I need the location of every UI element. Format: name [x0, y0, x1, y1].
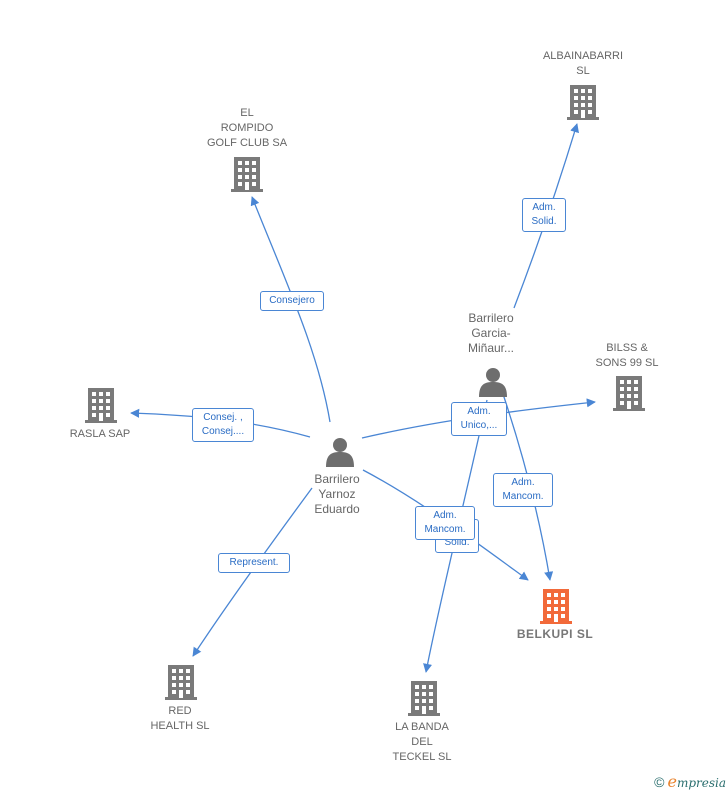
edge-label-garcia-to-la_banda[interactable]: Adm. Mancom.	[415, 506, 475, 540]
edge-label-eduardo-to-bilss[interactable]: Adm. Unico,...	[451, 402, 507, 436]
node-label-el-rompido[interactable]: EL ROMPIDO GOLF CLUB SA	[206, 107, 288, 149]
footer-brand: © empresia	[654, 772, 726, 791]
empresia-logo[interactable]: empresia	[667, 772, 726, 791]
albainabarri-building-icon[interactable]	[567, 85, 599, 120]
node-label-eduardo[interactable]: Barrilero Yarnoz Eduardo	[314, 472, 360, 516]
edge-label-eduardo-to-red_health[interactable]: Represent.	[218, 553, 290, 573]
node-label-la-banda[interactable]: LA BANDA DEL TECKEL SL	[392, 721, 452, 763]
edge-eduardo-to-el_rompido	[250, 196, 331, 423]
node-label-rasla[interactable]: RASLA SAP	[69, 428, 131, 440]
bilss-building-icon[interactable]	[613, 376, 645, 411]
garcia-person-icon[interactable]	[479, 368, 507, 397]
eduardo-person-icon[interactable]	[326, 438, 354, 467]
rasla-building-icon[interactable]	[85, 388, 117, 423]
node-label-belkupi[interactable]: BELKUPI SL	[516, 627, 594, 641]
node-label-garcia[interactable]: Barrilero Garcia- Miñaur...	[467, 311, 515, 355]
copyright-symbol: ©	[654, 773, 665, 790]
edge-label-eduardo-to-el_rompido[interactable]: Consejero	[260, 291, 324, 311]
node-label-albainabarri[interactable]: ALBAINABARRI SL	[542, 50, 624, 77]
red-health-building-icon[interactable]	[165, 665, 197, 700]
el-rompido-building-icon[interactable]	[231, 157, 263, 192]
edge-label-eduardo-to-rasla[interactable]: Consej. , Consej....	[192, 408, 254, 442]
node-label-bilss[interactable]: BILSS & SONS 99 SL	[595, 342, 659, 369]
la-banda-building-icon[interactable]	[408, 681, 440, 716]
edge-label-garcia-to-belkupi[interactable]: Adm. Mancom.	[493, 473, 553, 507]
node-label-red-health[interactable]: RED HEALTH SL	[150, 705, 210, 732]
belkupi-building-icon[interactable]	[540, 589, 572, 624]
edge-label-garcia-to-albainabarri[interactable]: Adm. Solid.	[522, 198, 566, 232]
